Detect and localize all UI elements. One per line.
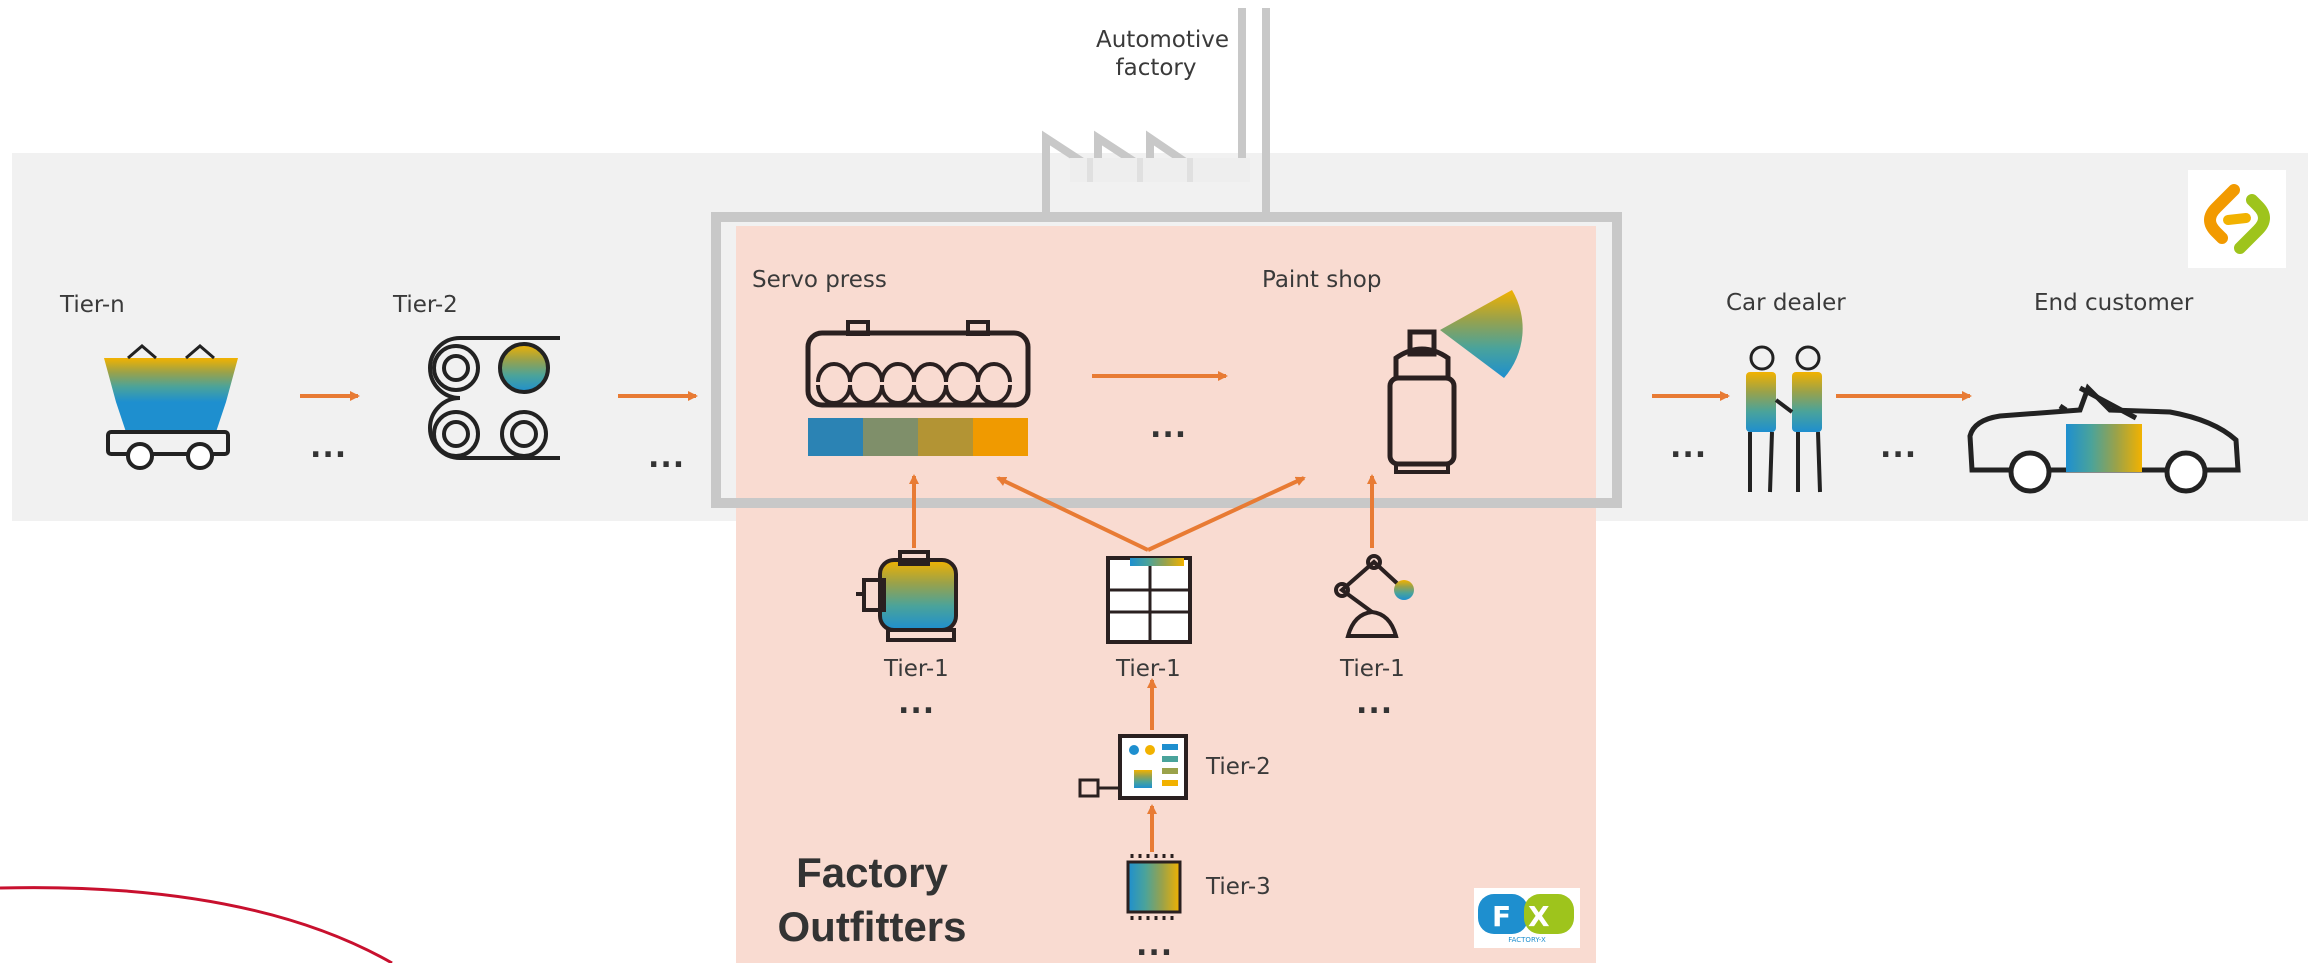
spray-can-icon	[1387, 290, 1523, 474]
servo-press-icon	[805, 320, 1031, 456]
tier-1-robot-label: Tier-1	[1340, 656, 1405, 682]
robot-arm-icon	[1334, 554, 1414, 638]
factory-x-logo: F X FACTORY-X	[1474, 888, 1580, 948]
factory-outfitters-title: Factory Outfitters	[764, 846, 980, 954]
end-customer-label: End customer	[2034, 290, 2194, 316]
factory-title-line2: factory	[1115, 55, 1197, 81]
tier-1-motor-label: Tier-1	[884, 656, 949, 682]
paint-shop-label: Paint shop	[1262, 267, 1382, 293]
factory-outfitters-line1: Factory	[796, 849, 948, 896]
factory-outfitters-line2: Outfitters	[777, 903, 967, 950]
tier-1-plc-label: Tier-1	[1116, 656, 1181, 682]
tier-n-label: Tier-n	[60, 292, 125, 318]
factory-title: Automotive factory	[1096, 26, 1230, 82]
mining-cart-icon	[104, 344, 238, 470]
svg-text:F: F	[1492, 900, 1511, 933]
flow-arrows	[300, 371, 1972, 852]
factory-building-icon	[1042, 8, 1270, 212]
plc-controller-icon	[1106, 556, 1192, 644]
chain-link-logo	[2188, 170, 2286, 268]
circuit-board-icon	[1078, 734, 1188, 800]
car-icon	[1967, 383, 2241, 494]
chip-icon	[1126, 854, 1182, 920]
tier-2-label: Tier-2	[393, 292, 458, 318]
dots-tier1-a: ...	[898, 686, 936, 721]
electric-motor-icon	[856, 550, 958, 642]
chain-link-logo-icon	[2204, 184, 2270, 254]
conveyor-icon	[428, 336, 560, 460]
svg-text:X: X	[1528, 900, 1550, 933]
factory-x-logo-icon: F X	[1478, 894, 1574, 934]
car-dealer-label: Car dealer	[1726, 290, 1846, 316]
factory-x-logo-text: FACTORY-X	[1508, 936, 1546, 944]
servo-press-label: Servo press	[752, 267, 887, 293]
decorative-curve	[0, 886, 393, 963]
dots-tier1-c: ...	[1356, 686, 1394, 721]
car-dealer-icon	[1746, 345, 1822, 493]
dots-left-1: ...	[310, 430, 348, 465]
tier-2-supplier-label: Tier-2	[1206, 754, 1271, 780]
automotive-factory-frame	[711, 212, 1622, 508]
factory-title-line1: Automotive	[1096, 27, 1230, 53]
dots-factory: ...	[1150, 410, 1188, 445]
dots-tier3: ...	[1136, 928, 1174, 963]
dots-right-1: ...	[1670, 430, 1708, 465]
tier-3-supplier-label: Tier-3	[1206, 874, 1271, 900]
dots-right-2: ...	[1880, 430, 1918, 465]
dots-left-2: ...	[648, 440, 686, 475]
